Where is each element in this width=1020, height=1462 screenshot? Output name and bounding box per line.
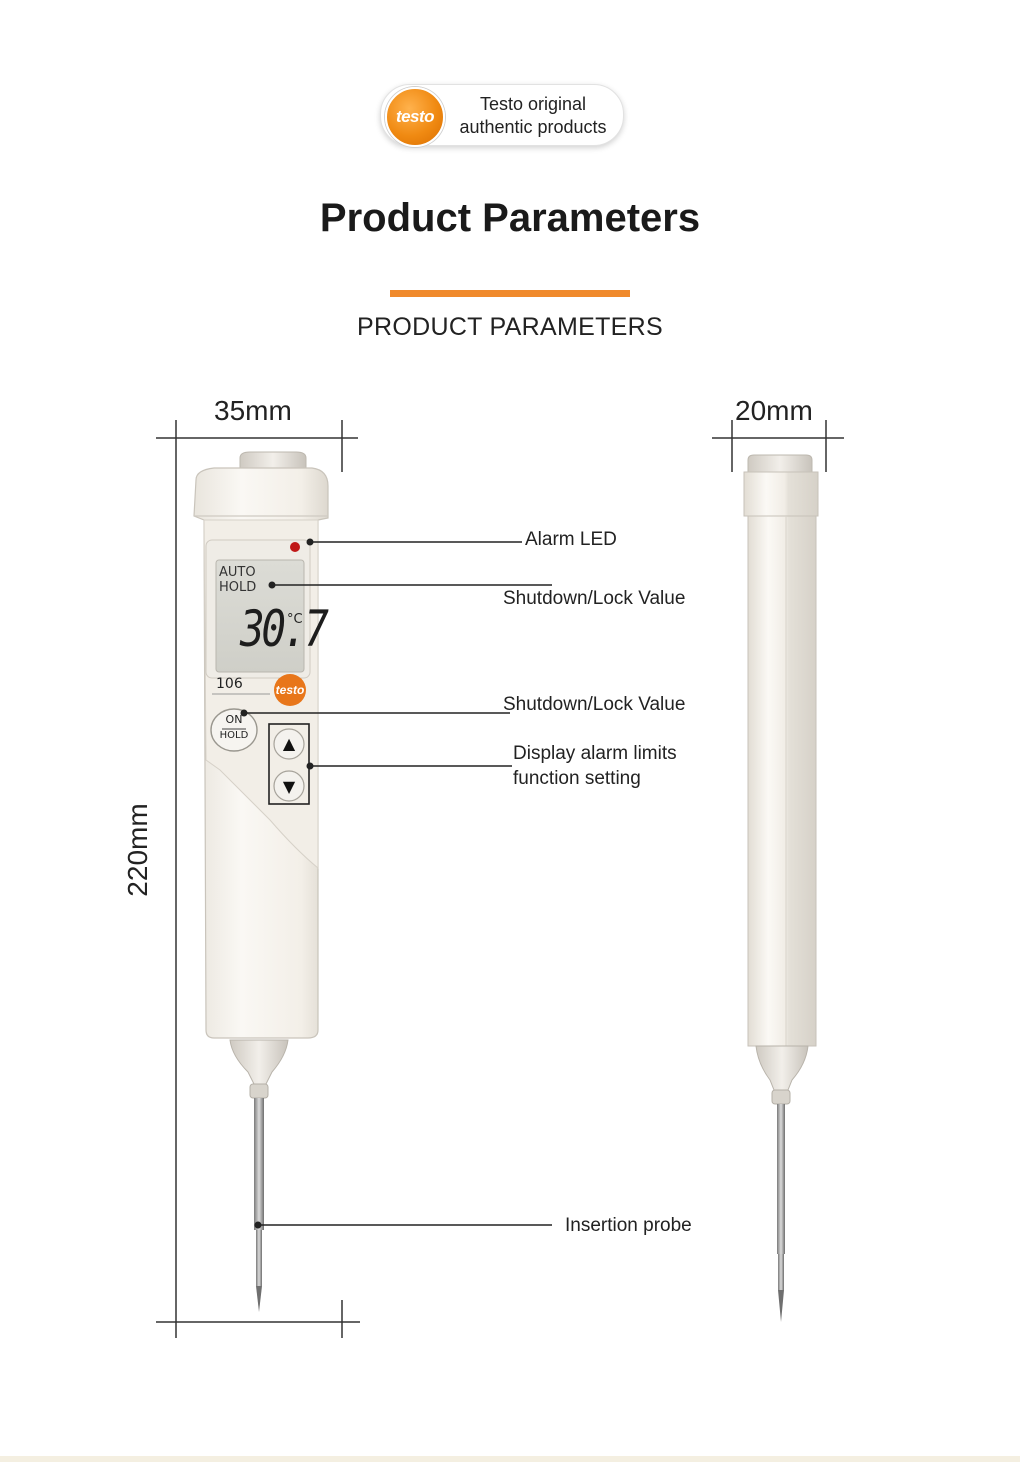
device-brand: testo	[275, 683, 305, 697]
callout-dots	[240, 538, 314, 1229]
thermometer-front-view	[193, 451, 329, 1312]
callout-shutdown-lock-1: Shutdown/Lock Value	[503, 588, 686, 609]
thermometer-side-view	[743, 454, 819, 1322]
testo-logo-icon: testo	[385, 87, 445, 147]
badge-line-1: Testo original	[479, 94, 587, 114]
width-front-label: 35mm	[214, 395, 292, 426]
callout-shutdown-lock-2: Shutdown/Lock Value	[503, 694, 686, 715]
callout-insertion-probe: Insertion probe	[565, 1215, 692, 1236]
callout-alarm-led: Alarm LED	[525, 529, 617, 550]
badge-line-2: authentic products	[459, 117, 607, 137]
callout-display-alarm-line2: function setting	[513, 768, 641, 789]
lcd-unit: °C	[287, 612, 303, 627]
callout-display-alarm: Display alarm limits function setting	[513, 741, 677, 791]
bottom-strip	[0, 1456, 1020, 1462]
alarm-led-icon	[290, 542, 300, 552]
page-title: Product Parameters	[319, 196, 701, 240]
title-divider	[390, 290, 630, 297]
testo-device-logo-icon	[274, 674, 306, 706]
hold-button-label: HOLD	[219, 730, 249, 741]
dimension-lines-side	[712, 420, 844, 472]
down-arrow-icon: ▼	[282, 777, 296, 796]
width-side-label: 20mm	[735, 395, 813, 426]
on-hold-button-shape	[210, 708, 258, 752]
lcd-hold-label: HOLD	[219, 580, 257, 595]
height-label: 220mm	[122, 803, 153, 897]
up-arrow-icon: ▲	[282, 734, 296, 753]
lcd-auto-label: AUTO	[219, 565, 256, 580]
callout-display-alarm-line1: Display alarm limits	[513, 743, 677, 764]
page-subtitle: PRODUCT PARAMETERS	[357, 313, 663, 341]
on-button-label: ON	[225, 713, 243, 726]
authenticity-badge: testo Testo original authentic products	[380, 84, 624, 147]
dimension-lines-front	[156, 420, 360, 1338]
lcd-reading: 30.7	[240, 600, 329, 658]
model-number: 106	[216, 676, 243, 692]
callout-leaders	[244, 541, 552, 1226]
badge-text: Testo original authentic products	[449, 93, 617, 139]
